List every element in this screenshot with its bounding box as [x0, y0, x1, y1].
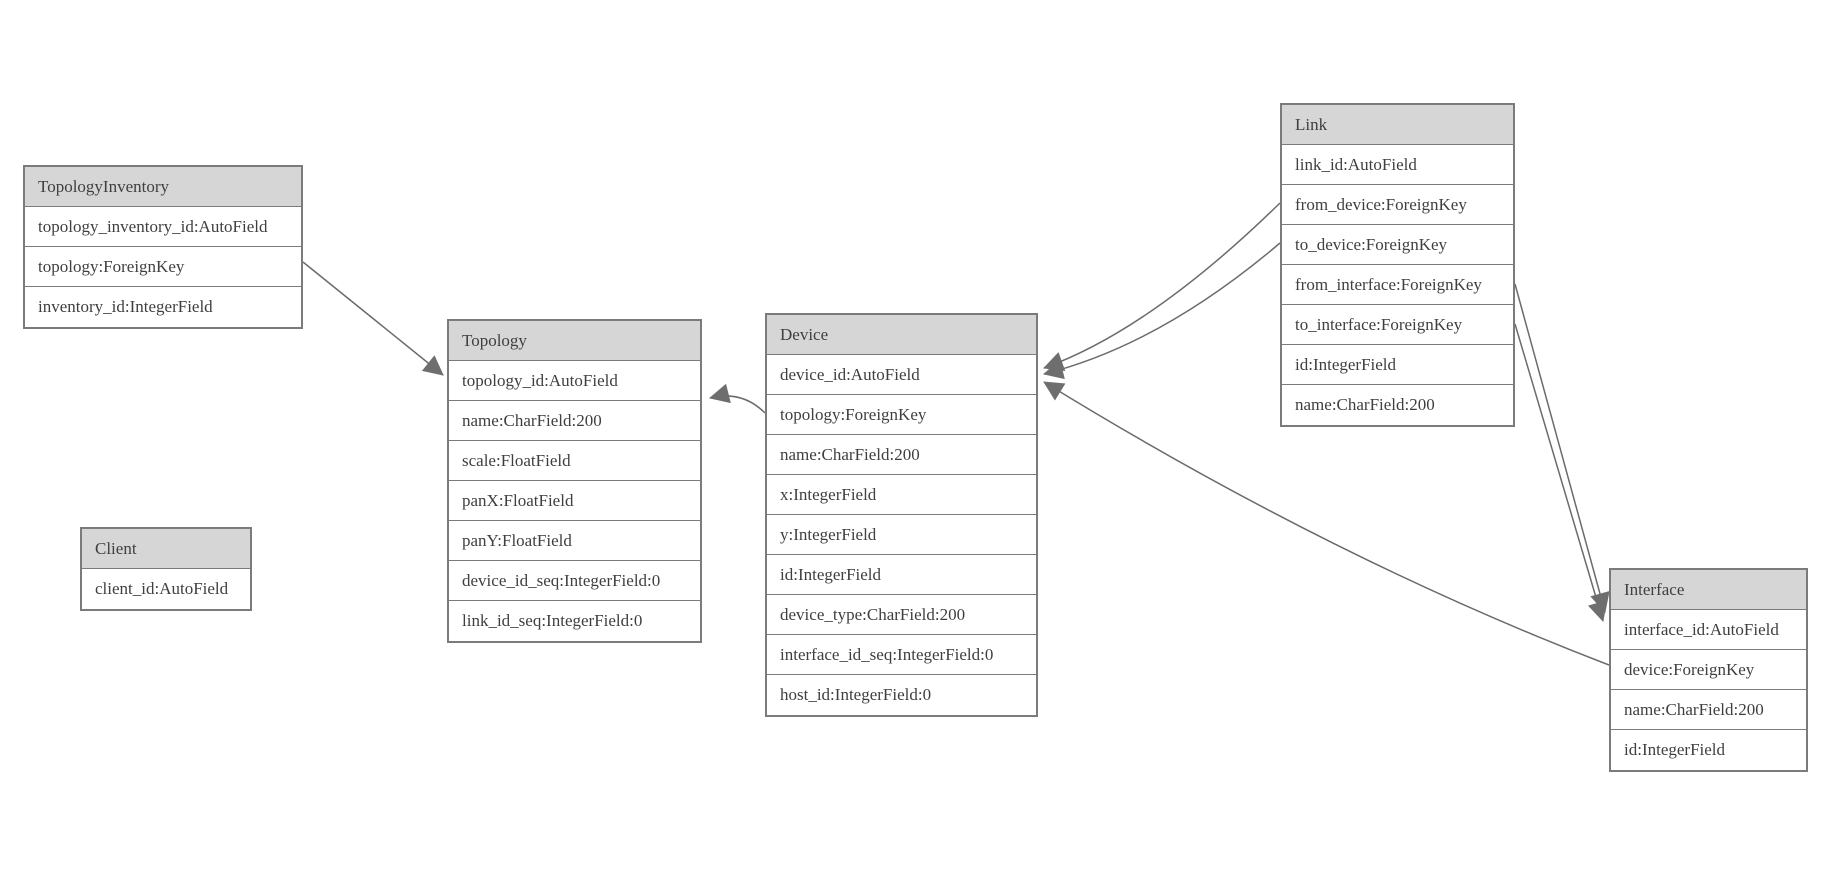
entity-field-row: topology_id:AutoField: [449, 361, 700, 401]
entity-field-row: to_device:ForeignKey: [1282, 225, 1513, 265]
entity-field-row: client_id:AutoField: [82, 569, 250, 609]
entity-field-row: interface_id_seq:IntegerField:0: [767, 635, 1036, 675]
entity-field-row: name:CharField:200: [449, 401, 700, 441]
entity-field-row: x:IntegerField: [767, 475, 1036, 515]
entity-title-link: Link: [1282, 105, 1513, 145]
entity-title-topology: Topology: [449, 321, 700, 361]
entity-field-row: panY:FloatField: [449, 521, 700, 561]
entity-field-row: from_interface:ForeignKey: [1282, 265, 1513, 305]
entity-field-row: device:ForeignKey: [1611, 650, 1806, 690]
entity-field-row: topology_inventory_id:AutoField: [25, 207, 301, 247]
entity-field-row: id:IntegerField: [1611, 730, 1806, 770]
entity-field-row: device_id:AutoField: [767, 355, 1036, 395]
edge-link-todevice-device: [1043, 242, 1281, 380]
entity-title-device: Device: [767, 315, 1036, 355]
edge-device-topology: [709, 383, 766, 414]
entity-field-row: name:CharField:200: [767, 435, 1036, 475]
entity-field-row: device_type:CharField:200: [767, 595, 1036, 635]
entity-field-row: id:IntegerField: [1282, 345, 1513, 385]
entity-field-row: topology:ForeignKey: [25, 247, 301, 287]
entity-field-row: topology:ForeignKey: [767, 395, 1036, 435]
entity-title-interface: Interface: [1611, 570, 1806, 610]
entity-field-row: name:CharField:200: [1282, 385, 1513, 425]
edge-link-tointerface-interface: [1514, 323, 1608, 622]
edge-interface-device: [1043, 381, 1610, 666]
entity-field-row: id:IntegerField: [767, 555, 1036, 595]
entity-field-row: device_id_seq:IntegerField:0: [449, 561, 700, 601]
entity-field-row: host_id:IntegerField:0: [767, 675, 1036, 715]
entity-field-row: link_id:AutoField: [1282, 145, 1513, 185]
entity-field-row: interface_id:AutoField: [1611, 610, 1806, 650]
edge-link-frominterface-interface: [1514, 283, 1610, 613]
entity-field-row: y:IntegerField: [767, 515, 1036, 555]
edge-link-fromdevice-device: [1043, 202, 1281, 371]
entity-field-row: panX:FloatField: [449, 481, 700, 521]
entity-field-row: name:CharField:200: [1611, 690, 1806, 730]
entity-field-row: to_interface:ForeignKey: [1282, 305, 1513, 345]
entity-title-client: Client: [82, 529, 250, 569]
entity-title-topology-inventory: TopologyInventory: [25, 167, 301, 207]
entity-field-row: inventory_id:IntegerField: [25, 287, 301, 327]
entity-field-row: link_id_seq:IntegerField:0: [449, 601, 700, 641]
entity-field-row: scale:FloatField: [449, 441, 700, 481]
entity-field-row: from_device:ForeignKey: [1282, 185, 1513, 225]
edge-topologyinventory-topology: [302, 261, 444, 376]
